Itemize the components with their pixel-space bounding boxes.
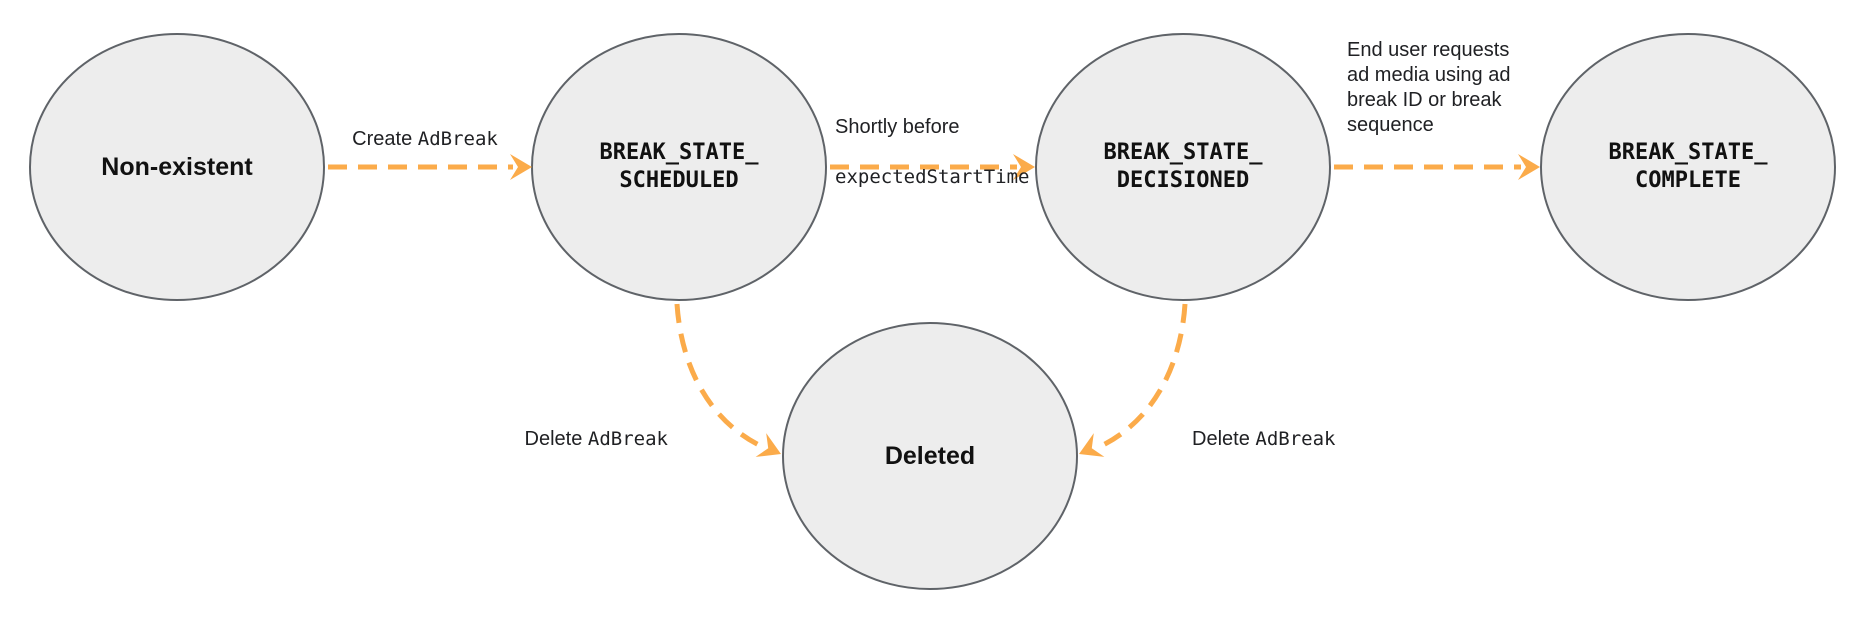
edge-label-shortly-text: Shortly before — [835, 116, 960, 138]
state-circle-break-state-complete — [1540, 33, 1836, 301]
edge-label-shortly-code: expectedStartTime — [835, 166, 1030, 188]
edge-label-create-adbreak: Create AdBreak — [300, 102, 550, 152]
edge-label-end-user-requests: End user requests ad media using ad brea… — [1347, 39, 1511, 136]
edge-label-delete-right-code: AdBreak — [1255, 428, 1336, 450]
arrowhead-create-adbreak — [510, 154, 532, 180]
edge-label-delete-adbreak-left: Delete AdBreak — [498, 402, 668, 452]
state-circle-break-state-decisioned — [1035, 33, 1331, 301]
state-circle-deleted — [782, 322, 1078, 590]
edge-label-create-code: AdBreak — [417, 128, 498, 150]
arrowhead-delete-right — [1079, 433, 1105, 457]
arrow-delete-adbreak-left — [674, 303, 765, 450]
edge-label-create-text: Create — [352, 128, 418, 150]
edge-label-delete-left-text: Delete — [524, 428, 588, 450]
arrowhead-end-user-requests — [1518, 154, 1540, 180]
edge-label-shortly-before: Shortly before expectedStartTime — [835, 90, 1065, 190]
edge-label-delete-adbreak-right: Delete AdBreak — [1192, 402, 1372, 452]
state-circle-break-state-scheduled — [531, 33, 827, 301]
edge-label-delete-left-code: AdBreak — [587, 428, 668, 450]
state-circle-non-existent — [29, 33, 325, 301]
arrow-delete-adbreak-right — [1097, 303, 1188, 450]
arrowhead-shortly-before — [1013, 154, 1035, 180]
edge-label-delete-right-text: Delete — [1192, 428, 1256, 450]
arrowhead-delete-left — [755, 433, 781, 457]
